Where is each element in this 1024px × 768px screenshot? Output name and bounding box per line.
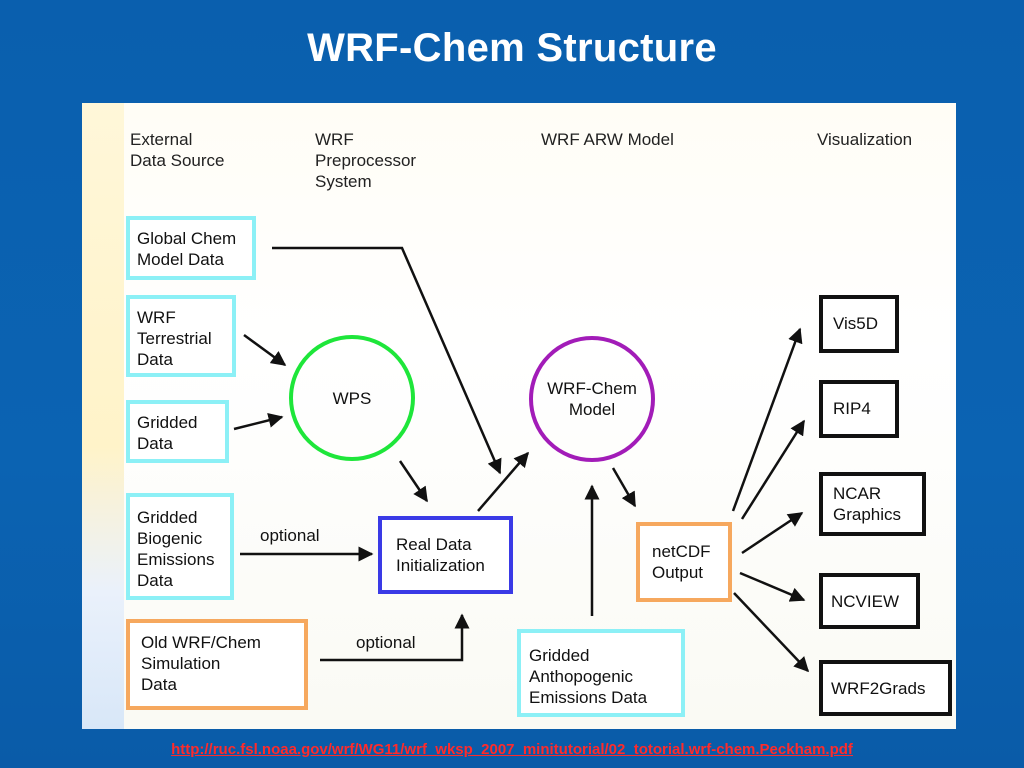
input-gridded-data: Gridded Data — [126, 400, 229, 463]
arrow-netcdf-to-wrf2grads — [733, 592, 810, 673]
panel-accent-strip — [82, 103, 124, 729]
header-wrf-preprocessor-system: WRF Preprocessor System — [315, 130, 417, 191]
diagram-panel: External Data Source WRF Preprocessor Sy… — [82, 103, 956, 729]
arrow-netcdf-to-rip4 — [740, 419, 806, 520]
output-vis5d: Vis5D — [819, 295, 899, 353]
input-global-chem-model-data: Global Chem Model Data — [126, 216, 256, 280]
optional-label-old-sim: optional — [356, 633, 416, 652]
output-ncar-graphics: NCAR Graphics — [819, 472, 926, 536]
arrow-terrestrial-to-wps — [243, 333, 287, 367]
output-wrf2grads: WRF2Grads — [819, 660, 952, 716]
arrow-netcdf-to-ncar — [741, 511, 804, 555]
arrow-netcdf-to-vis5d — [731, 327, 803, 512]
slide-title: WRF-Chem Structure — [307, 26, 717, 70]
flow-arrows — [233, 246, 810, 673]
source-url-link[interactable]: http://ruc.fsl.noaa.gov/wrf/WG11/wrf_wks… — [171, 741, 853, 758]
output-ncview: NCVIEW — [819, 573, 920, 629]
arrow-old-sim-to-real-init — [320, 613, 470, 662]
input-old-wrf-chem-simulation-data: Old WRF/Chem Simulation Data — [126, 619, 308, 710]
arrow-netcdf-to-ncview — [739, 571, 806, 602]
optional-label-biogenic: optional — [260, 526, 320, 545]
arrow-gridded-to-wps — [233, 412, 284, 431]
wps-node: WPS — [289, 335, 415, 461]
wrf-chem-model-node: WRF-Chem Model — [529, 336, 655, 462]
real-data-initialization-node: Real Data Initialization — [378, 516, 513, 594]
arrow-real-init-to-wrf-chem — [477, 451, 529, 512]
netcdf-output-node: netCDF Output — [636, 522, 732, 602]
input-gridded-anthropogenic-emissions-data: Gridded Anthopogenic Emissions Data — [517, 629, 685, 717]
output-rip4: RIP4 — [819, 380, 899, 438]
arrow-wps-to-real-init — [398, 460, 429, 503]
input-gridded-biogenic-emissions-data: Gridded Biogenic Emissions Data — [126, 493, 234, 600]
arrow-wrf-chem-to-netcdf — [611, 467, 637, 508]
header-external-data-source: External Data Source — [130, 130, 225, 170]
header-wrf-arw-model: WRF ARW Model — [541, 130, 674, 149]
header-visualization: Visualization — [817, 130, 913, 149]
input-wrf-terrestrial-data: WRF Terrestrial Data — [126, 295, 236, 377]
arrow-global-chem-to-real-init — [272, 246, 502, 475]
